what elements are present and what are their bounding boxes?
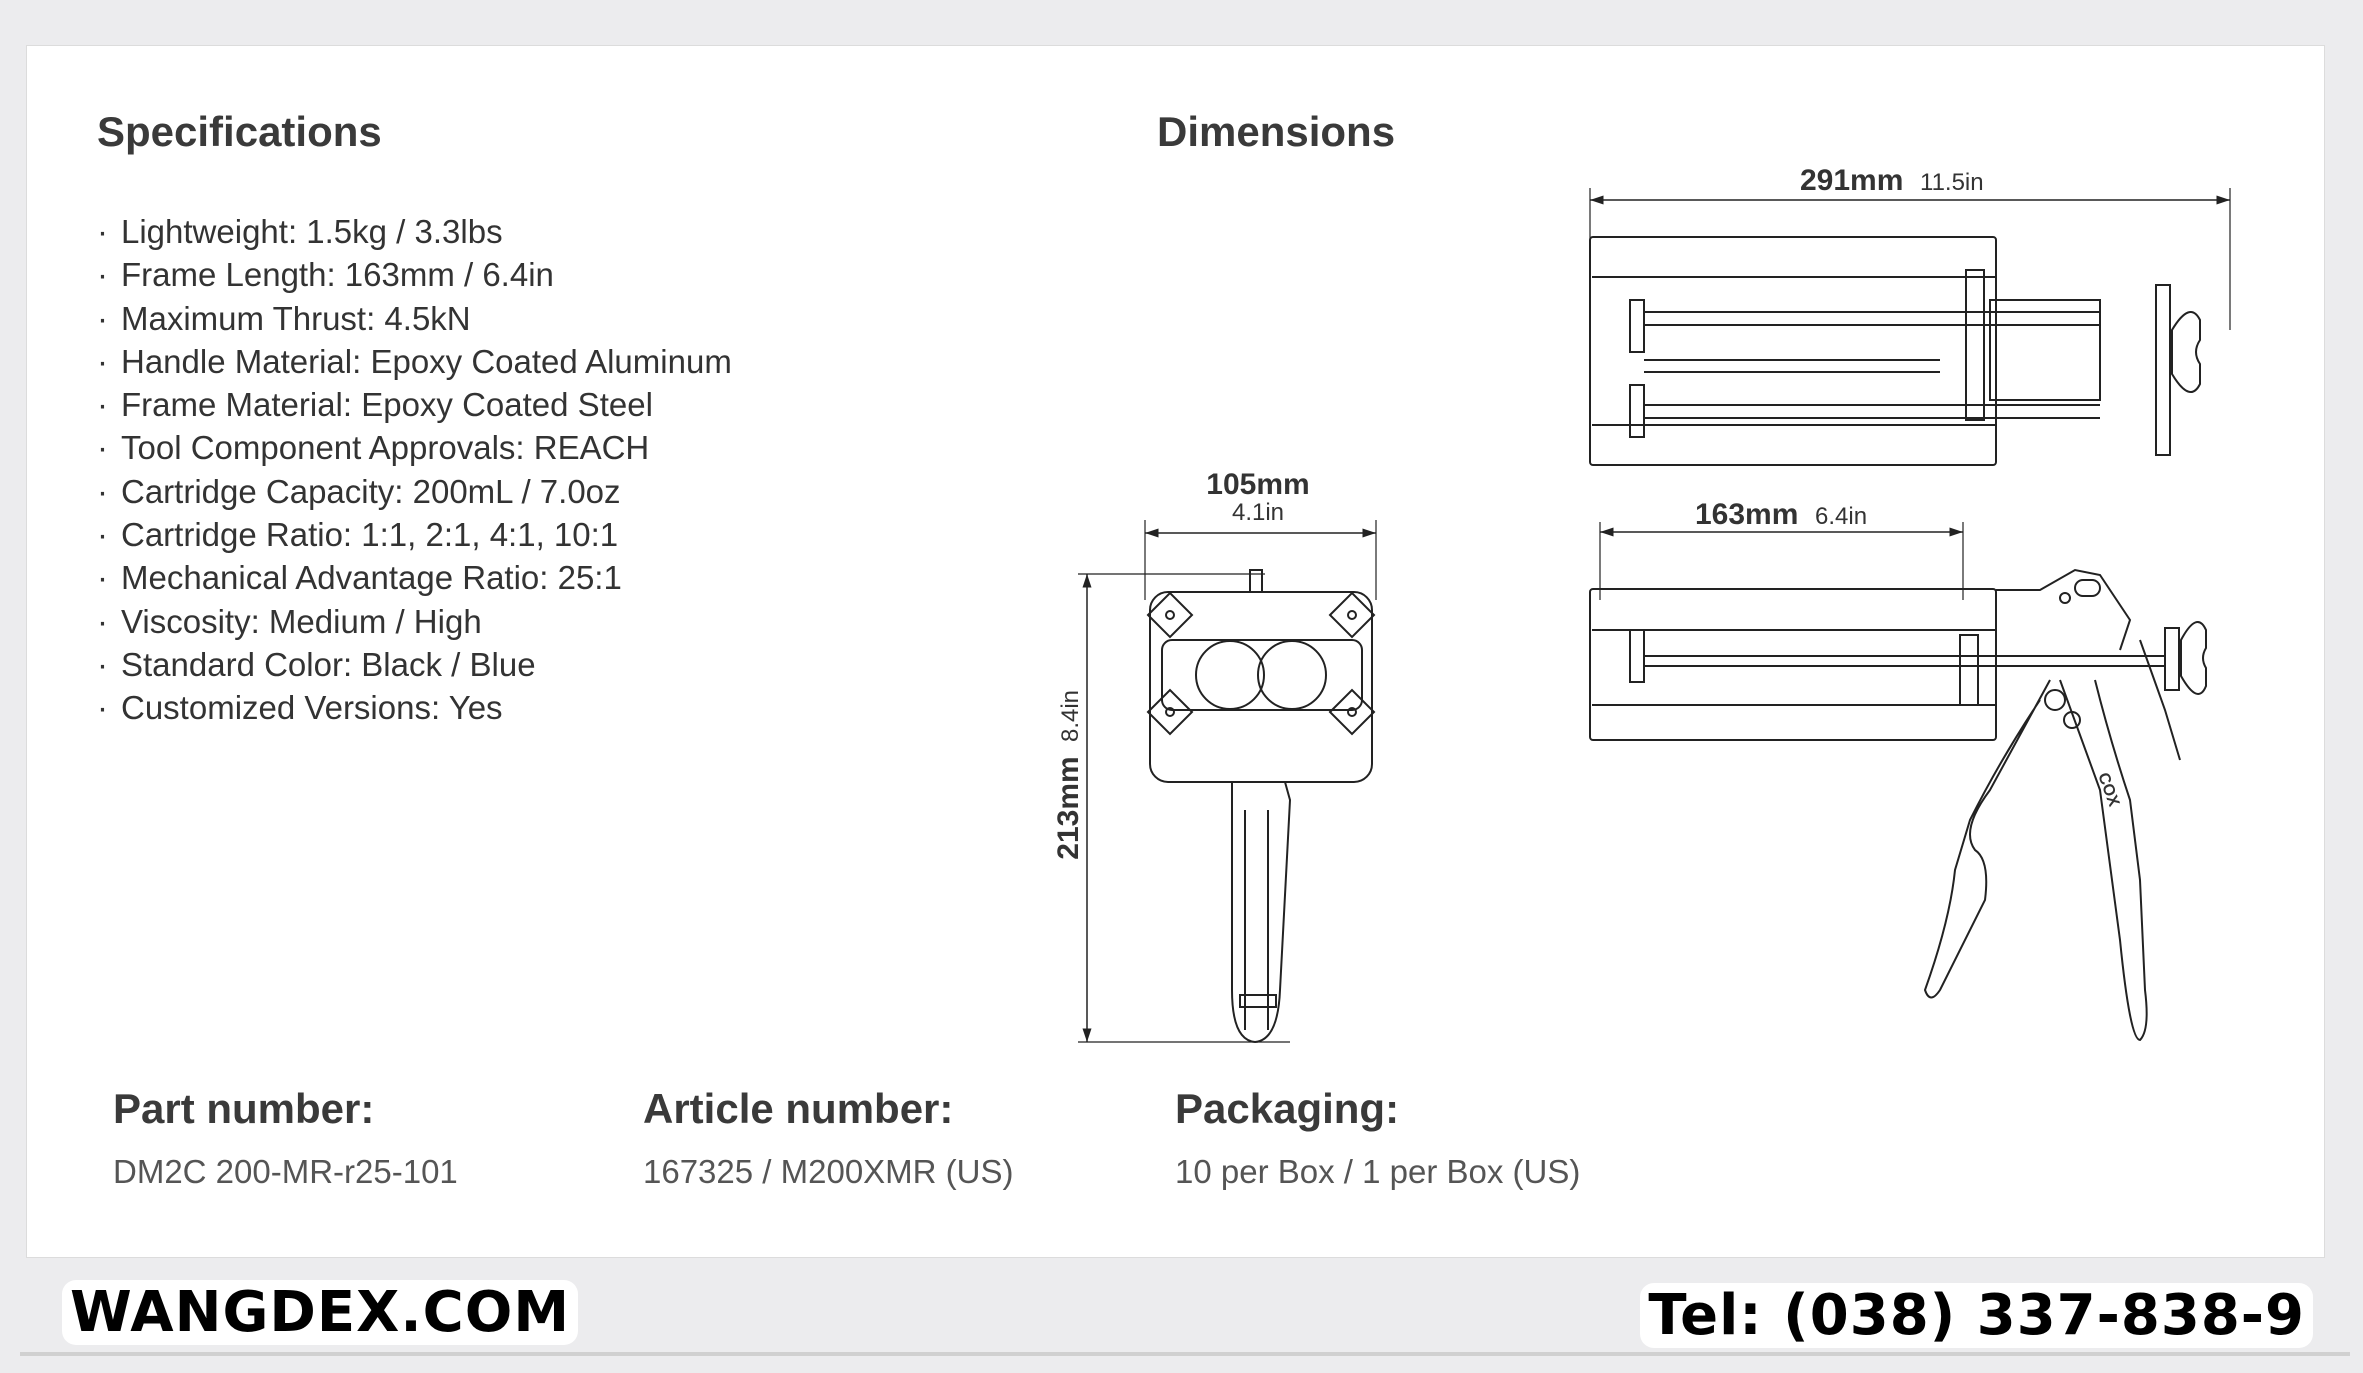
width-in-label: 4.1in <box>1232 499 1284 526</box>
spec-item: Viscosity: Medium / High <box>97 600 732 643</box>
spec-item: Handle Material: Epoxy Coated Aluminum <box>97 340 732 383</box>
frame-length-in-label: 6.4in <box>1815 503 1867 530</box>
height-in-label: 8.4in <box>1057 690 1084 742</box>
packaging-block: Packaging: 10 per Box / 1 per Box (US) <box>1175 1085 1580 1191</box>
spec-item: Maximum Thrust: 4.5kN <box>97 297 732 340</box>
part-number-value: DM2C 200-MR-r25-101 <box>113 1153 458 1190</box>
spec-item: Cartridge Ratio: 1:1, 2:1, 4:1, 10:1 <box>97 513 732 556</box>
article-number-value: 167325 / M200XMR (US) <box>643 1153 1014 1190</box>
article-number-label: Article number: <box>643 1085 954 1132</box>
phone-watermark: Tel: (038) 337-838-9 <box>1640 1283 2313 1348</box>
overall-length-mm-label: 291mm <box>1800 164 1903 197</box>
brand-mark: COX <box>2094 771 2122 810</box>
article-number-block: Article number: 167325 / M200XMR (US) <box>643 1085 1014 1191</box>
spec-item: Standard Color: Black / Blue <box>97 643 732 686</box>
dimensions-heading: Dimensions <box>1157 108 1396 155</box>
specifications-list: Lightweight: 1.5kg / 3.3lbs Frame Length… <box>97 210 732 730</box>
spec-item: Frame Material: Epoxy Coated Steel <box>97 383 732 426</box>
spec-item: Mechanical Advantage Ratio: 25:1 <box>97 556 732 599</box>
spec-item: Lightweight: 1.5kg / 3.3lbs <box>97 210 732 253</box>
website-watermark: WANGDEX.COM <box>62 1280 579 1345</box>
front-view-drawing <box>1078 520 1377 1044</box>
spec-item: Cartridge Capacity: 200mL / 7.0oz <box>97 470 732 513</box>
part-number-block: Part number: DM2C 200-MR-r25-101 <box>113 1085 458 1191</box>
top-view-drawing <box>1589 188 2231 466</box>
specifications-heading: Specifications <box>97 108 382 155</box>
page-shadow <box>20 1352 2350 1356</box>
spec-item: Customized Versions: Yes <box>97 686 732 729</box>
side-view-drawing <box>1589 522 2207 1042</box>
part-number-label: Part number: <box>113 1085 375 1132</box>
height-mm-label: 213mm <box>1052 756 1085 859</box>
packaging-label: Packaging: <box>1175 1085 1400 1132</box>
spec-item: Tool Component Approvals: REACH <box>97 426 732 469</box>
width-mm-label: 105mm <box>1206 468 1309 501</box>
packaging-value: 10 per Box / 1 per Box (US) <box>1175 1153 1581 1190</box>
frame-length-mm-label: 163mm <box>1695 498 1798 531</box>
overall-length-in-label: 11.5in <box>1920 169 1984 196</box>
spec-item: Frame Length: 163mm / 6.4in <box>97 253 732 296</box>
